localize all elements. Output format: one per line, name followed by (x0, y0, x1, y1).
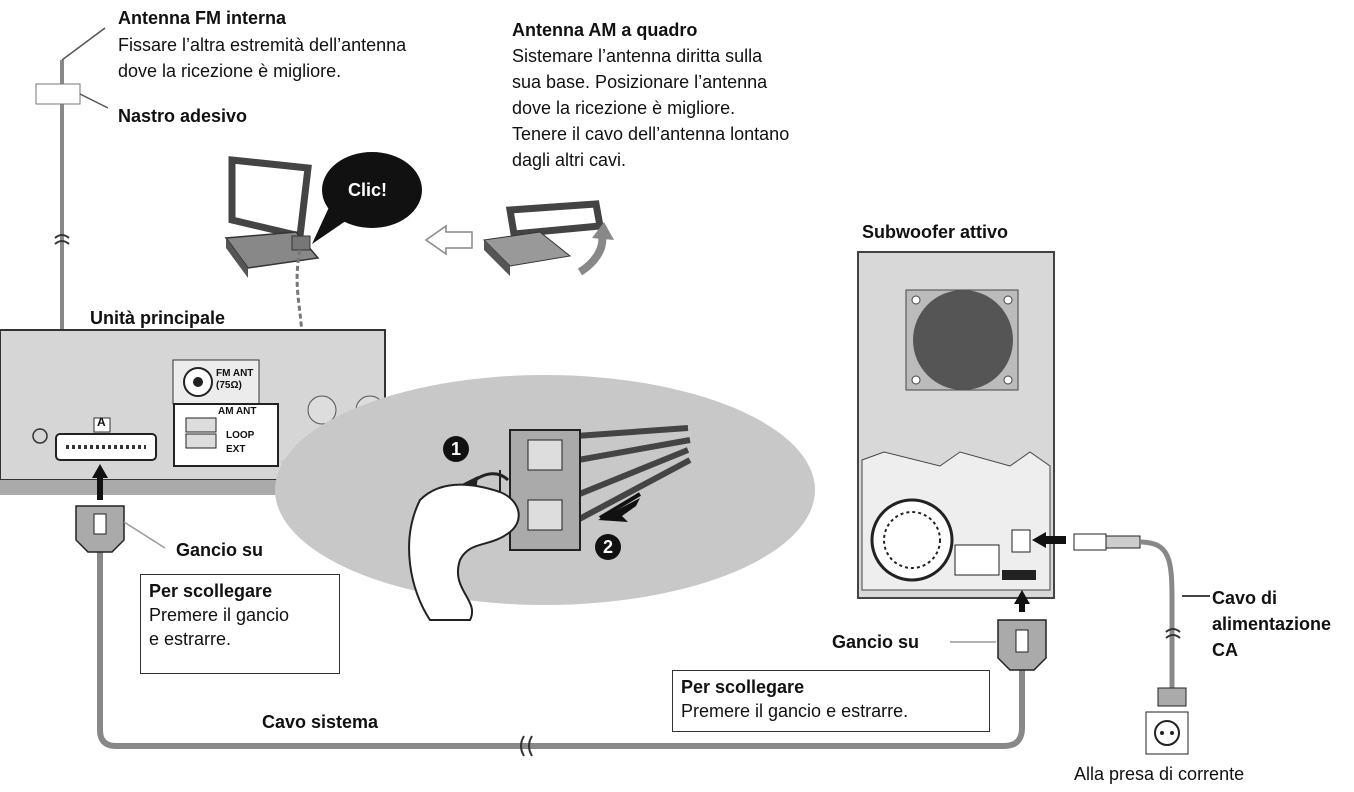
left-disconnect-box: Per scollegare Premere il gancio e estra… (140, 574, 340, 674)
power-cable-line-2: alimentazione (1212, 614, 1332, 634)
fm-antenna-title: Antenna FM interna (118, 8, 287, 28)
left-box-title: Per scollegare (149, 581, 273, 601)
am-antenna-line-3: dove la ricezione è migliore. (512, 98, 736, 118)
am-ant-label: AM ANT (218, 406, 257, 417)
am-antenna-title: Antenna AM a quadro (512, 20, 698, 40)
system-cable (97, 550, 1025, 757)
power-cable-line-3: CA (1212, 640, 1238, 660)
fm-ant-label-2: (75Ω) (216, 380, 242, 391)
tape-label: Nastro adesivo (118, 106, 248, 126)
right-hook-label: Gancio su (832, 632, 920, 652)
left-box-line-2: e estrarre. (149, 629, 232, 649)
power-cable-line-1: Cavo di (1212, 588, 1278, 608)
fm-antenna-desc-2: dove la ricezione è migliore. (118, 61, 342, 81)
am-antenna-line-2: sua base. Posizionare l’antenna (512, 72, 768, 92)
fm-ant-label-1: FM ANT (216, 368, 254, 379)
right-box-title: Per scollegare (681, 677, 805, 697)
main-unit-title: Unità principale (90, 308, 226, 328)
left-box-line-1: Premere il gancio (149, 605, 290, 625)
am-loop-antenna (224, 156, 320, 451)
am-antenna-standing (424, 200, 614, 276)
am-antenna-line-4: Tenere il cavo dell’antenna lontano (512, 124, 790, 144)
am-antenna-line-1: Sistemare l’antenna diritta sulla (512, 46, 763, 66)
right-disconnect-box: Per scollegare Premere il gancio e estra… (672, 670, 990, 732)
click-bubble (312, 152, 422, 244)
click-bubble-text: Clic! (348, 180, 388, 200)
terminal-a-label: A (97, 415, 106, 429)
left-hook-label: Gancio su (176, 540, 264, 560)
fm-antenna-desc-1: Fissare l’altra estremità dell’antenna (118, 35, 407, 55)
outlet-label: Alla presa di corrente (1074, 764, 1245, 784)
zoom-detail (275, 375, 815, 621)
power-cord (1032, 532, 1210, 755)
right-box-line-1: Premere il gancio e estrarre. (681, 701, 909, 721)
left-cable-plug (75, 464, 166, 553)
step-2-marker: 2 (595, 534, 621, 560)
am-antenna-line-5: dagli altri cavi. (512, 150, 627, 170)
system-cable-label: Cavo sistema (262, 712, 379, 732)
right-cable-plug (950, 590, 1047, 671)
subwoofer-title: Subwoofer attivo (862, 222, 1009, 242)
loop-label: LOOP (226, 430, 255, 441)
ext-label: EXT (226, 444, 246, 455)
subwoofer-body (857, 251, 1055, 599)
step-1-marker: 1 (443, 436, 469, 462)
